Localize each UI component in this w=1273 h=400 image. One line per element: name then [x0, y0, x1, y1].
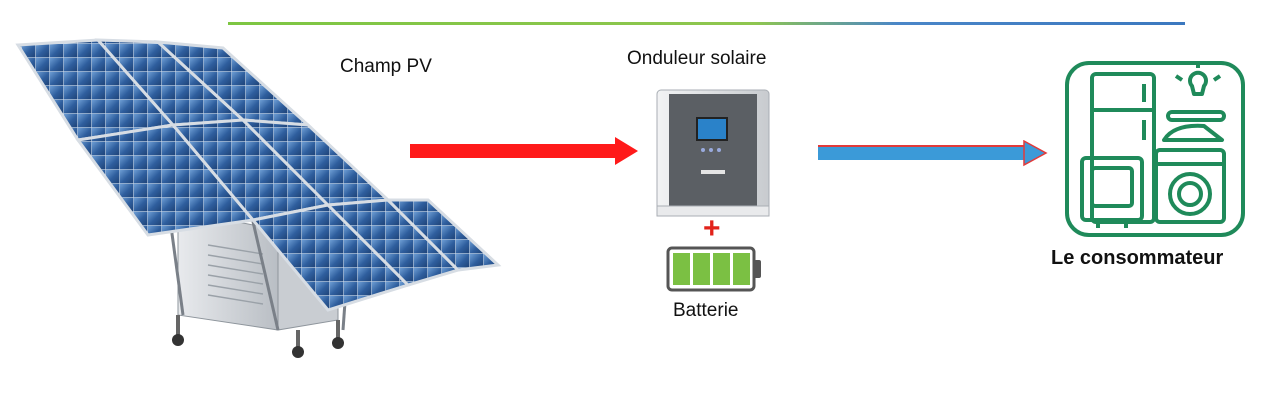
battery-label: Batterie	[673, 300, 739, 321]
solar-panel-array-icon	[15, 38, 502, 358]
top-divider-line	[228, 22, 1185, 25]
battery-icon	[666, 246, 761, 292]
consumer-label: Le consommateur	[1051, 247, 1224, 269]
pv-field-label: Champ PV	[340, 56, 432, 77]
home-appliances-icon	[1065, 61, 1245, 237]
arrow-pv-to-inverter	[410, 137, 638, 165]
solar-inverter-icon	[656, 89, 770, 217]
plus-symbol: +	[703, 212, 721, 245]
arrow-inverter-to-consumer	[818, 140, 1048, 167]
inverter-label: Onduleur solaire	[627, 48, 767, 69]
